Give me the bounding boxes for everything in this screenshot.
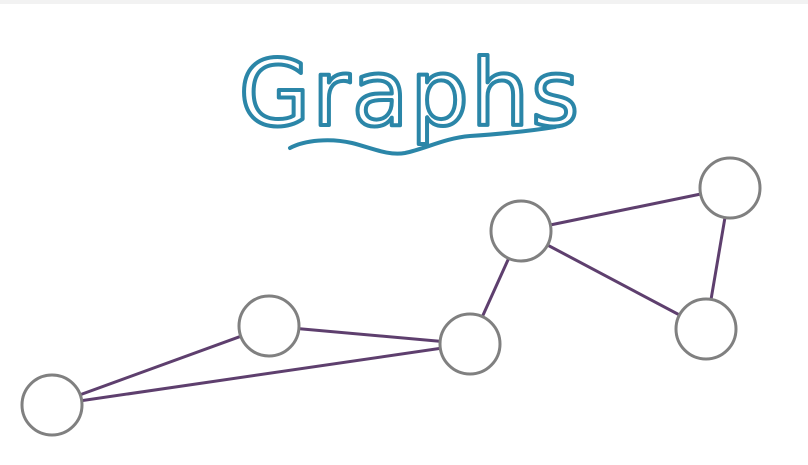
edge-n1-n3 [50,342,472,407]
graph-node-n2 [237,294,301,358]
title-underline [288,125,557,156]
edge-n4-n6 [519,229,708,331]
graph-node-n5 [698,156,762,220]
graph-node-n3 [438,312,502,376]
graph-node-n4 [489,199,553,263]
top-strip [0,0,808,4]
edge-n2-n3 [267,324,472,346]
graph-node-n1 [20,373,84,437]
nodes-group [20,156,762,437]
edges-group [50,186,732,407]
graph-node-n6 [674,297,738,361]
edge-n1-n2 [50,324,271,407]
edge-n4-n5 [519,186,732,233]
